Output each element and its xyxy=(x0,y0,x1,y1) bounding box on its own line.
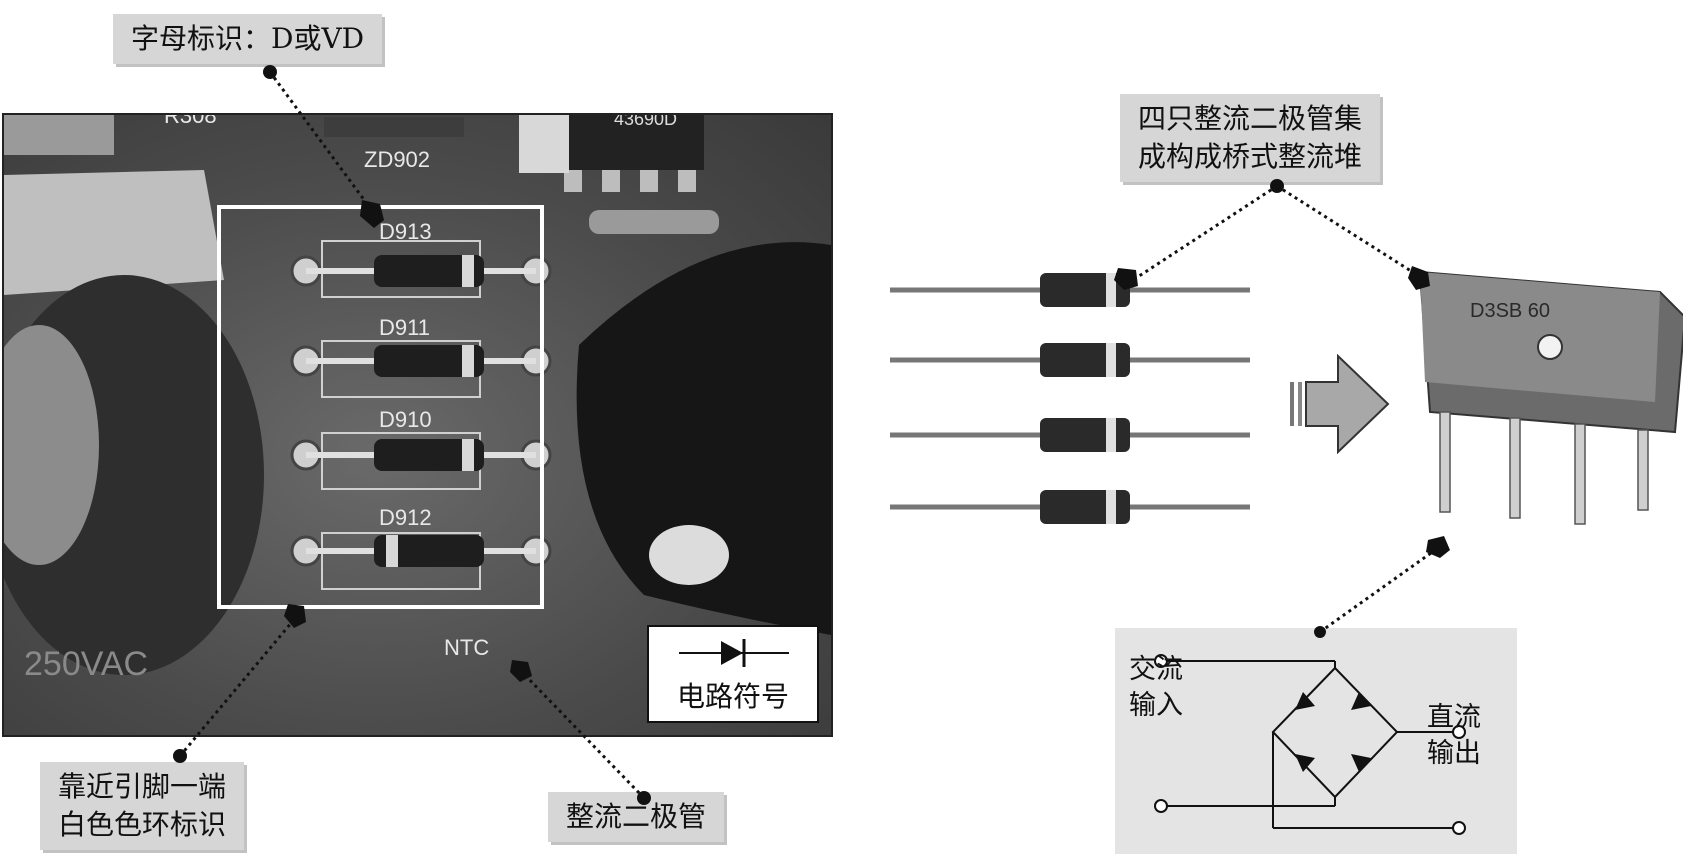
right-arrow-icon xyxy=(1290,354,1390,454)
pointer-dot xyxy=(263,65,277,79)
bridge-circuit-panel: 交流 输入 直流 输出 xyxy=(1115,628,1517,854)
pointer-dot xyxy=(173,749,187,763)
discrete-diodes xyxy=(890,273,1250,524)
diode-3 xyxy=(890,418,1250,452)
pcb-photo-drawing: R308 ZD902 D913 D911 D910 D912 NTC 43690… xyxy=(4,115,831,683)
callout-bridge-rectifier: 四只整流二极管集 成构成桥式整流堆 xyxy=(1120,94,1381,182)
callout-white-ring: 靠近引脚一端 白色色环标识 xyxy=(40,762,245,850)
diode-symbol-icon xyxy=(679,639,789,667)
bridge-diode-symbols xyxy=(1295,692,1371,772)
pcb-zener xyxy=(324,117,464,137)
pcb-label-ic-code: 43690D xyxy=(614,115,677,129)
pointing-hand-icon xyxy=(284,604,306,628)
pcb-diodes xyxy=(306,255,536,567)
pcb-label-d913: D913 xyxy=(379,219,432,244)
pcb-label-zd902: ZD902 xyxy=(364,147,430,172)
pcb-coil xyxy=(4,325,99,565)
pcb-label-d911: D911 xyxy=(379,315,430,340)
bridge-marking: D3SB 60 xyxy=(1470,300,1550,322)
callout-rectifier-diode: 整流二极管 xyxy=(548,792,725,842)
pcb-label-d912: D912 xyxy=(379,505,432,530)
pcb-resistor xyxy=(589,210,719,234)
leader-circuit xyxy=(1319,546,1439,634)
callout-letter-mark: 字母标识：D或VD xyxy=(113,14,383,64)
circuit-symbol-label: 电路符号 xyxy=(676,680,789,713)
pointer-dot xyxy=(1270,179,1284,193)
ac-input-label: 交流 输入 xyxy=(1129,654,1183,721)
bridge-schematic xyxy=(1154,654,1466,835)
leader-bridge-left xyxy=(1129,184,1278,284)
pcb-component xyxy=(4,115,114,155)
pcb-photo: R308 ZD902 D913 D911 D910 D912 NTC 43690… xyxy=(2,113,833,737)
pointing-hand-icon xyxy=(1408,266,1430,290)
pcb-label-250vac: 250VAC xyxy=(24,645,148,683)
pointing-hand-icon xyxy=(360,200,384,228)
pcb-label-ntc: NTC xyxy=(444,635,489,660)
leader-white-ring xyxy=(178,615,299,757)
pointer-dot xyxy=(1314,626,1326,638)
diode-4 xyxy=(890,490,1250,524)
pcb-label-r308: R308 xyxy=(164,115,217,128)
circuit-symbol-box: 电路符号 xyxy=(647,625,819,723)
bridge-rectifier: D3SB 60 xyxy=(1418,270,1683,525)
pcb-capacitor-small xyxy=(519,115,569,173)
pcb-ic xyxy=(559,115,704,170)
leader-letter-mark xyxy=(268,71,375,213)
pcb-electrolytic-capacitor xyxy=(576,242,831,635)
pointing-hand-icon xyxy=(510,660,532,682)
diode-2 xyxy=(890,343,1250,377)
diode-1 xyxy=(890,273,1250,307)
pointing-hand-icon xyxy=(1426,536,1450,558)
pointing-hand-icon xyxy=(1114,268,1138,290)
leader-rectifier xyxy=(520,670,646,800)
pointer-dot xyxy=(637,791,651,805)
leader-bridge-right xyxy=(1276,184,1423,280)
dc-output-label: 直流 输出 xyxy=(1427,702,1481,769)
pcb-connector xyxy=(4,170,224,295)
pcb-label-d910: D910 xyxy=(379,407,432,432)
